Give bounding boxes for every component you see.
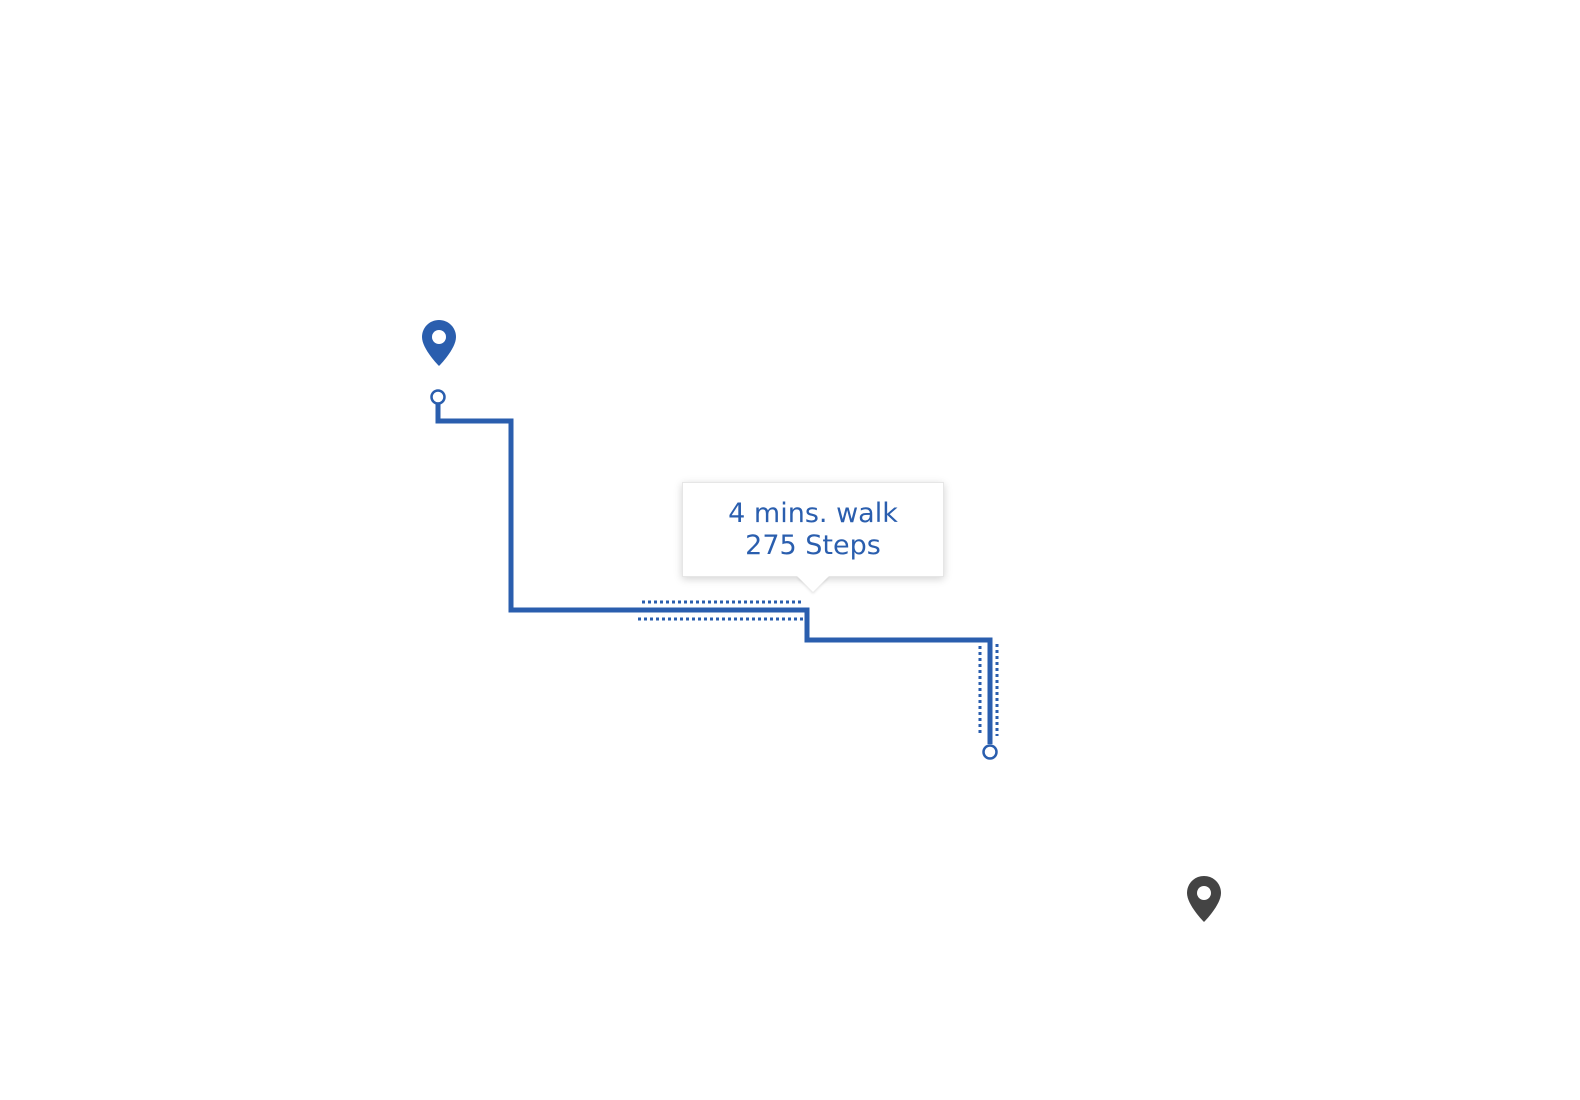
route-info-tooltip: 4 mins. walk 275 Steps: [682, 482, 944, 577]
walk-time-label: 4 mins. walk: [728, 497, 898, 529]
origin-location-pin-icon[interactable]: [419, 318, 459, 370]
walking-route-line: [435, 404, 993, 744]
step-count-label: 275 Steps: [745, 529, 881, 561]
destination-location-pin-icon[interactable]: [1184, 874, 1224, 926]
route-start-node[interactable]: [430, 389, 446, 405]
route-end-node[interactable]: [982, 744, 998, 760]
